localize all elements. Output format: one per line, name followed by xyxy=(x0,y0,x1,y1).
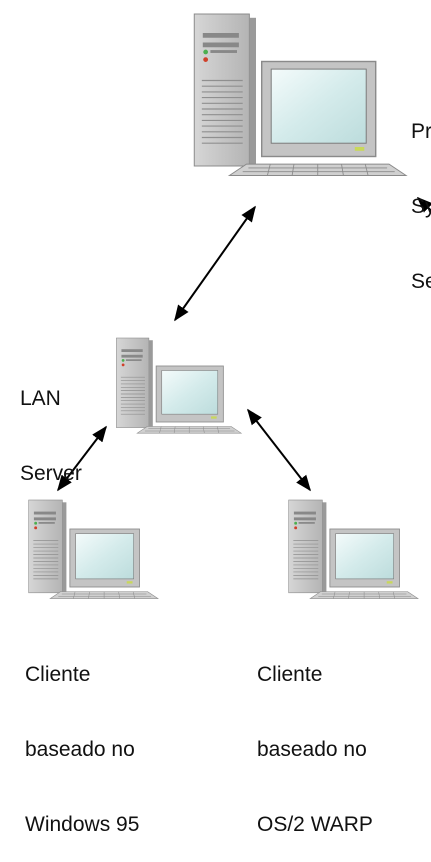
label-line: Pr xyxy=(411,120,431,143)
double-arrow-icon xyxy=(416,196,431,213)
client-os2-label: Cliente baseado no OS/2 WARP xyxy=(257,612,373,862)
primary-system-label: Pr Sy Se xyxy=(411,69,431,319)
label-line: Cliente xyxy=(257,663,323,686)
lan-server-label: LAN Server xyxy=(20,336,82,511)
double-arrow-icon xyxy=(57,425,107,492)
label-line: Se xyxy=(411,270,431,293)
label-line: OS/2 WARP xyxy=(257,813,373,836)
client-windows-label: Cliente baseado no Windows 95 xyxy=(25,612,139,862)
label-line: Sy xyxy=(411,195,431,218)
network-diagram xyxy=(28,13,431,600)
label-line: baseado no xyxy=(257,738,367,761)
double-arrow-icon xyxy=(174,205,256,322)
label-line: LAN xyxy=(20,387,61,410)
label-line: Cliente xyxy=(25,663,91,686)
label-line: Windows 95 xyxy=(25,813,140,836)
computer-icon xyxy=(28,499,159,600)
computer-icon xyxy=(115,337,242,434)
label-line: Server xyxy=(20,462,82,485)
label-line: baseado no xyxy=(25,738,135,761)
computer-icon xyxy=(193,13,407,177)
double-arrow-icon xyxy=(247,408,311,492)
computer-icon xyxy=(288,499,419,600)
